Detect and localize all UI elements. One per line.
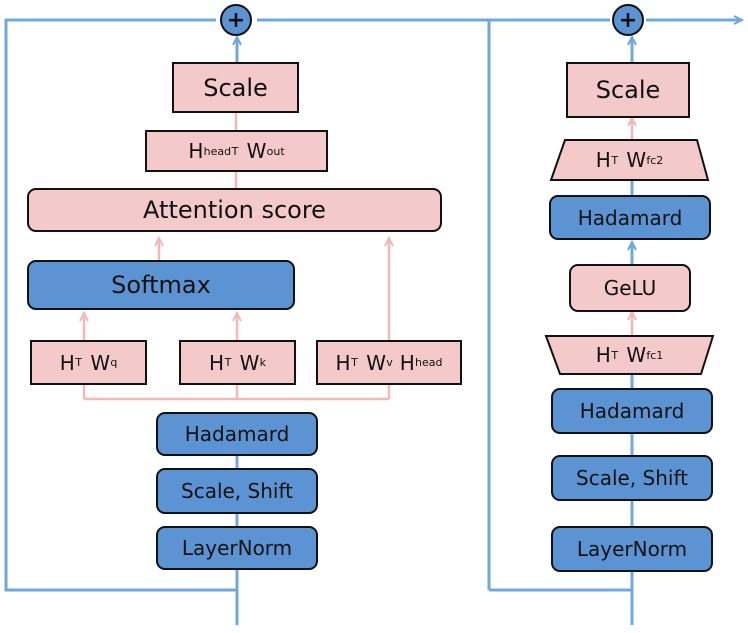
attention-scale-shift-block: Scale, Shift: [156, 468, 318, 514]
mlp-scale-label: Scale: [595, 76, 661, 104]
add-node-attention: +: [226, 7, 246, 33]
attention-score-label: Attention score: [143, 196, 326, 224]
attention-scale-label: Scale: [203, 73, 268, 102]
add-node-mlp: +: [618, 7, 638, 33]
attention-scale-shift-label: Scale, Shift: [181, 479, 293, 503]
mlp-layernorm-block: LayerNorm: [551, 526, 713, 572]
residual-path-mlp-entry: [489, 588, 634, 625]
residual-path-attention: [4, 18, 239, 625]
fc2-trapezoid: [549, 139, 710, 181]
fc1-trapezoid: [544, 335, 715, 375]
softmax-label: Softmax: [111, 271, 211, 299]
mlp-hadamard-top-block: Hadamard: [549, 195, 711, 240]
softmax-block: Softmax: [27, 260, 295, 310]
gelu-block: GeLU: [569, 264, 691, 312]
attention-hadamard-block: Hadamard: [156, 412, 318, 456]
attention-scale-block: Scale: [172, 62, 299, 113]
mlp-scale-shift-label: Scale, Shift: [576, 466, 688, 490]
gelu-label: GeLU: [603, 276, 657, 300]
add-node-attention-circle: [220, 4, 252, 36]
attention-layernorm-label: LayerNorm: [181, 536, 293, 560]
mlp-layernorm-label: LayerNorm: [576, 537, 688, 561]
attention-layernorm-block: LayerNorm: [156, 526, 318, 570]
attention-score-block: Attention score: [27, 188, 442, 232]
add-node-mlp-circle: [612, 4, 644, 36]
mlp-hadamard-top-label: Hadamard: [577, 205, 683, 230]
mlp-scale-block: Scale: [566, 62, 690, 118]
attention-hadamard-label: Hadamard: [184, 422, 290, 446]
mlp-scale-shift-block: Scale, Shift: [551, 455, 713, 501]
mlp-hadamard-bottom-block: Hadamard: [551, 388, 713, 434]
mlp-hadamard-bottom-label: Hadamard: [579, 399, 685, 423]
